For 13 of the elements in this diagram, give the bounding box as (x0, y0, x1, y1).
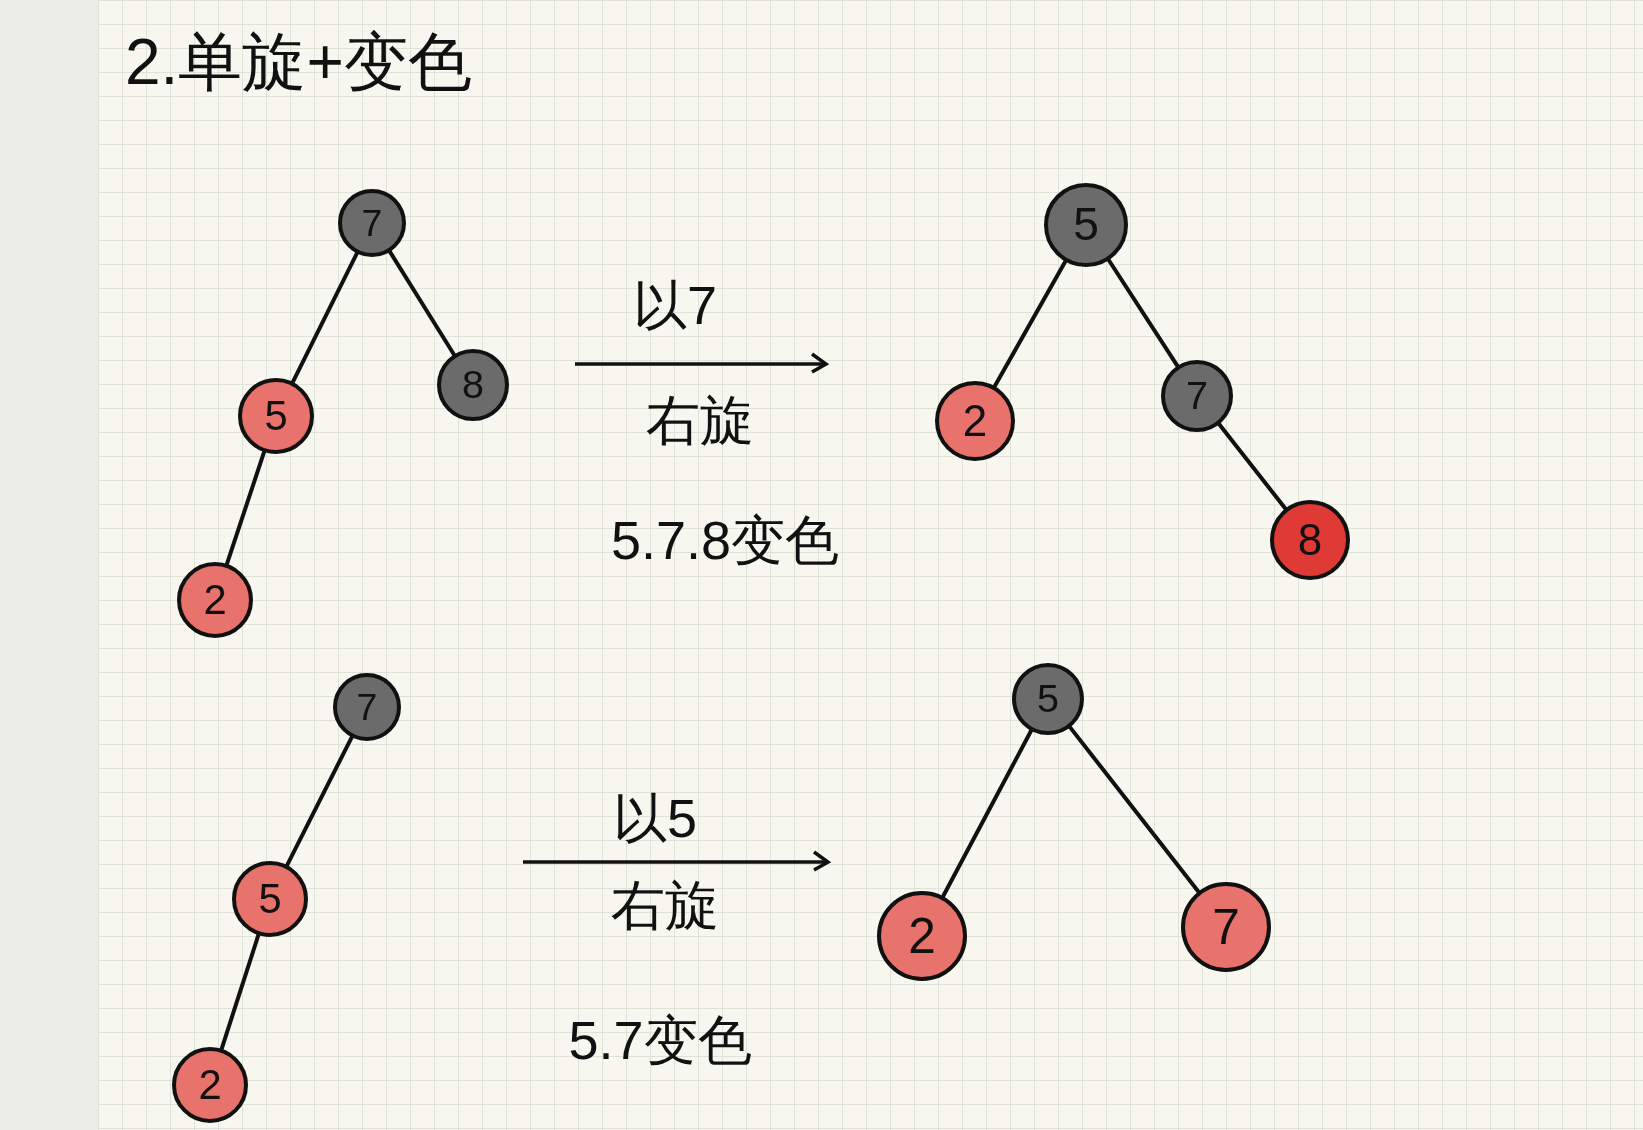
tree-edge (1217, 422, 1288, 511)
rotation-label: 5.7变色 (568, 1013, 752, 1067)
rotation-label: 以5 (613, 791, 697, 845)
rotation-label: 以7 (633, 278, 717, 332)
tree-edge (941, 728, 1034, 899)
title: 2.单旋+变色 (125, 30, 472, 94)
tree-edge (992, 259, 1068, 389)
tree-edge (388, 249, 456, 357)
tree-edge (1106, 258, 1180, 368)
rotation-label: 右旋 (611, 878, 719, 932)
rotation-label: 右旋 (646, 393, 754, 447)
tree-edge (1068, 725, 1201, 894)
rotation-label: 5.7.8变色 (610, 513, 840, 567)
